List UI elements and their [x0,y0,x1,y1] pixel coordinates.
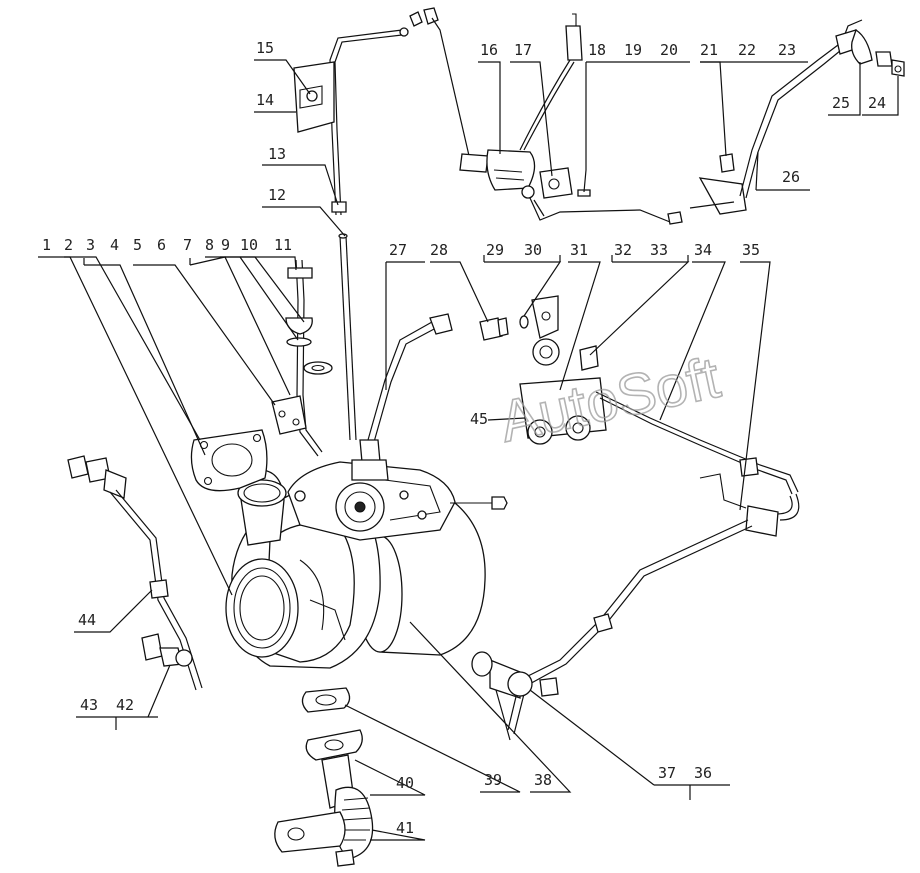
label-23: 23 [778,41,796,59]
label-26: 26 [782,168,800,186]
label-43: 43 [80,696,98,714]
label-19: 19 [624,41,642,59]
label-9: 9 [221,236,230,254]
label-32: 32 [614,241,632,259]
label-25: 25 [832,94,850,112]
label-14: 14 [256,91,274,109]
label-2: 2 [64,236,73,254]
label-24: 24 [868,94,886,112]
label-13: 13 [268,145,286,163]
left-oil-pipe [67,455,203,691]
label-1: 1 [42,236,51,254]
label-35: 35 [742,241,760,259]
label-36: 36 [694,764,712,782]
long-return-pipe [471,473,800,741]
label-27: 27 [389,241,407,259]
label-38: 38 [534,771,552,789]
label-8: 8 [205,236,214,254]
turbocharger [225,461,508,669]
label-33: 33 [650,241,668,259]
label-44: 44 [78,611,96,629]
label-16: 16 [480,41,498,59]
label-30: 30 [524,241,542,259]
label-4: 4 [110,236,119,254]
label-45: 45 [470,410,488,428]
part-labels: 1 2 3 4 5 6 7 8 9 10 11 12 13 14 15 16 1… [42,39,886,837]
exhaust-gasket [190,429,268,492]
label-12: 12 [268,186,286,204]
label-3: 3 [86,236,95,254]
label-28: 28 [430,241,448,259]
watermark-text: AutoSoft [494,345,725,455]
label-17: 17 [514,41,532,59]
label-29: 29 [486,241,504,259]
label-21: 21 [700,41,718,59]
sensor-valve-unit [431,13,683,225]
label-40: 40 [396,774,414,792]
label-34: 34 [694,241,712,259]
label-7: 7 [183,236,192,254]
label-15: 15 [256,39,274,57]
label-37: 37 [658,764,676,782]
oil-feed-pipe-assembly [271,259,333,457]
drain-elbow [274,729,374,867]
gasket-39 [301,687,351,713]
label-39: 39 [484,771,502,789]
vertical-pipe [338,233,357,441]
label-6: 6 [157,236,166,254]
upper-right-pipe [689,19,905,215]
leader-lines [38,59,899,841]
label-18: 18 [588,41,606,59]
label-42: 42 [116,696,134,714]
valve-block [519,295,799,495]
label-11: 11 [274,236,292,254]
label-31: 31 [570,241,588,259]
braided-hose [351,313,453,481]
label-41: 41 [396,819,414,837]
label-5: 5 [133,236,142,254]
label-20: 20 [660,41,678,59]
label-10: 10 [240,236,258,254]
fittings-28-30 [479,315,529,341]
label-22: 22 [738,41,756,59]
bracket-assembly [293,7,439,216]
